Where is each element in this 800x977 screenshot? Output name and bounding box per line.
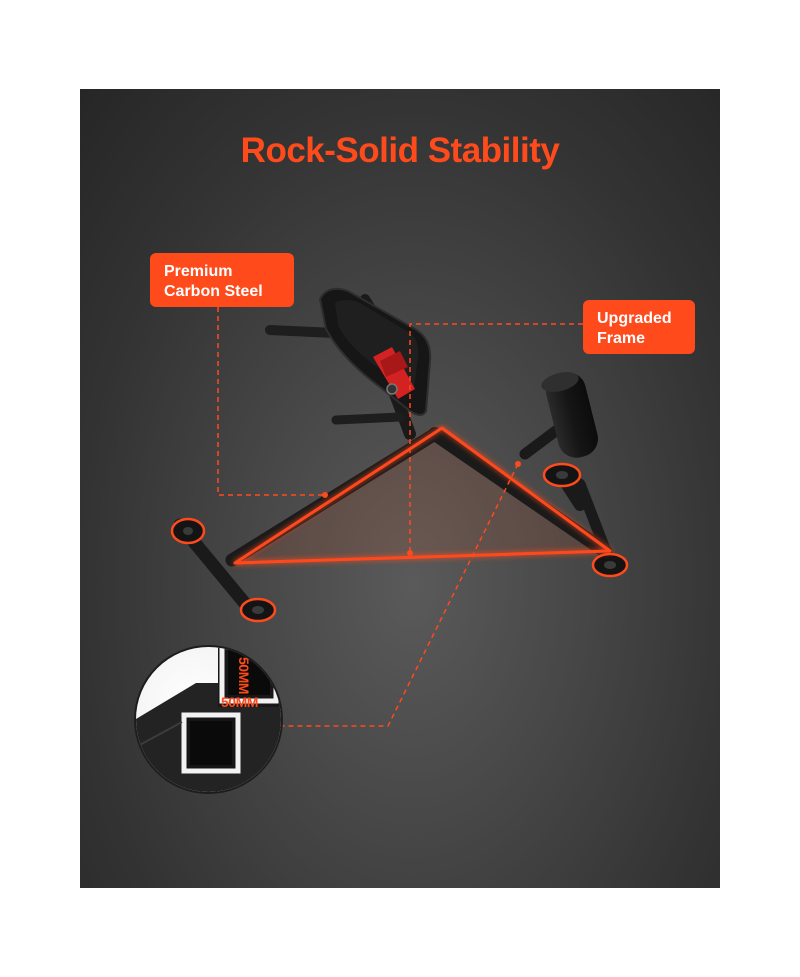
callout-leaders (217, 307, 583, 727)
wheel-front-right (239, 597, 277, 623)
callout-steel-line1: Premium (164, 263, 233, 280)
wheels (170, 462, 629, 623)
leader-dots (322, 461, 521, 556)
bench-illustration (170, 287, 629, 727)
stability-triangle (233, 426, 612, 565)
tube-cross-section-zoom: 50MM 50MM (136, 647, 281, 792)
callout-frame-line1: Upgraded (597, 310, 672, 327)
tube-width-label: 50MM (221, 694, 258, 710)
wheel-front-left (170, 517, 206, 545)
square-tube-icon (136, 647, 281, 792)
callout-premium-carbon-steel: Premium Carbon Steel (150, 253, 294, 307)
product-panel: Rock-Solid Stability (80, 89, 720, 888)
callout-upgraded-frame: Upgraded Frame (583, 300, 695, 354)
callout-frame-line2: Frame (597, 330, 646, 347)
roller-pad (541, 372, 598, 458)
callout-steel-line2: Carbon Steel (164, 283, 263, 300)
wheel-rear-right (591, 552, 629, 578)
stability-triangle-glow (235, 428, 610, 563)
headline: Rock-Solid Stability (240, 131, 560, 170)
adjustment-bracket (373, 347, 415, 399)
tube-height-label: 50MM (236, 657, 252, 694)
wheel-rear-left (542, 462, 582, 488)
